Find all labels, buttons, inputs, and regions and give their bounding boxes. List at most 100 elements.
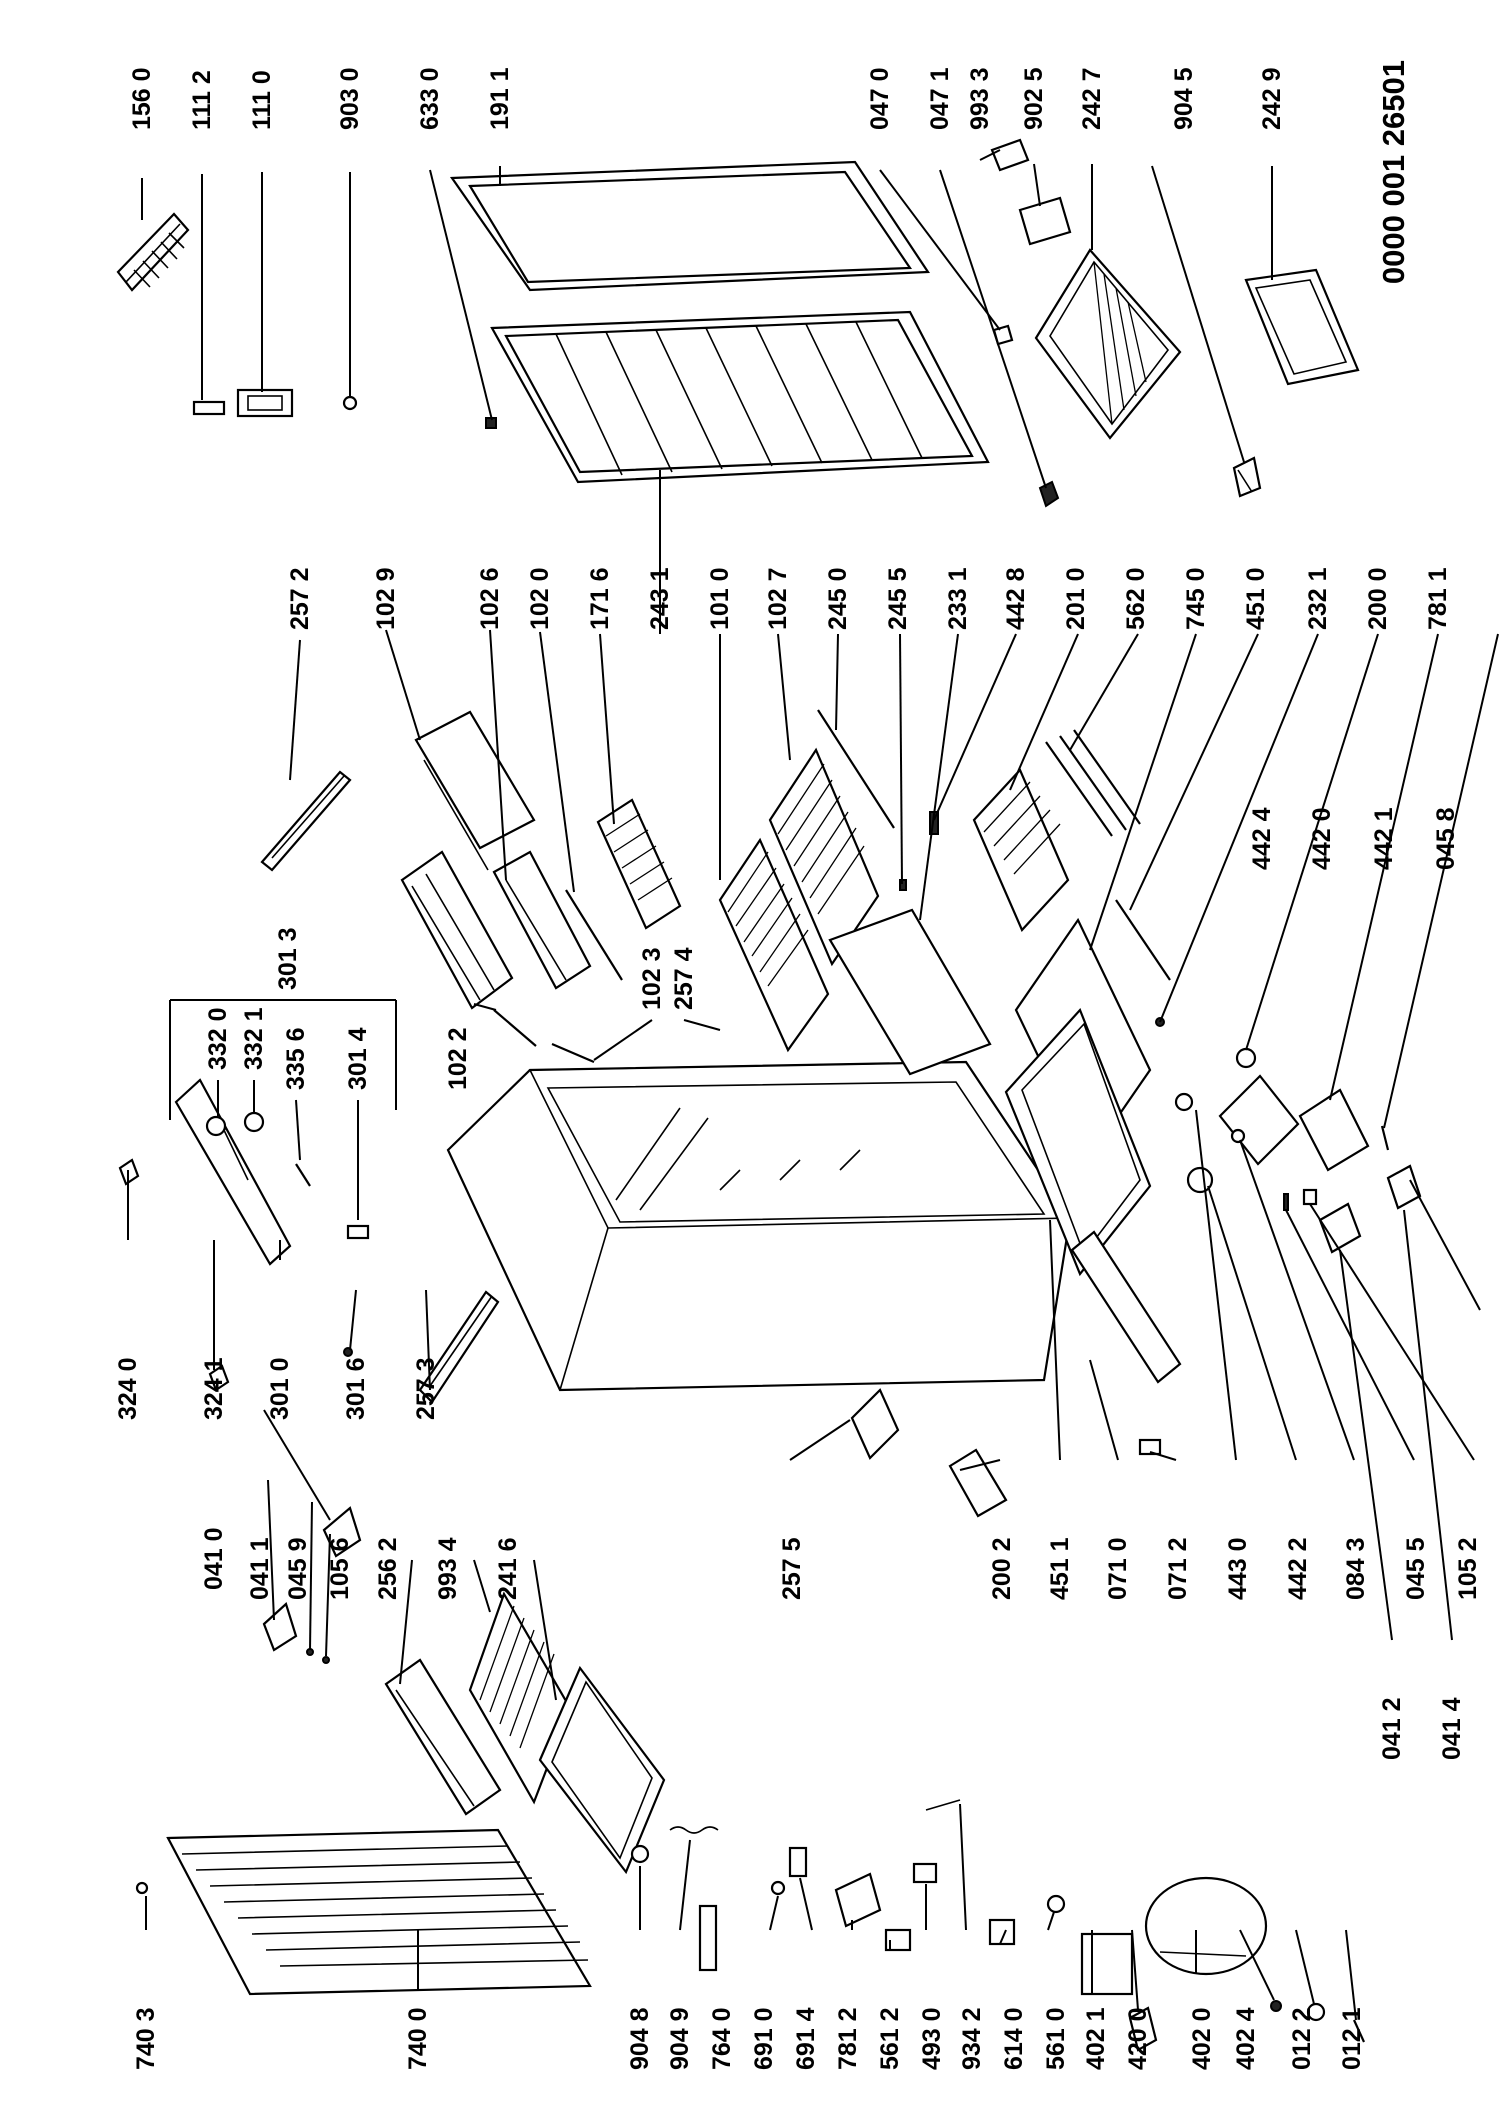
ice-tray-156-0 xyxy=(116,212,190,292)
callout-257-5: 257 5 xyxy=(778,1537,806,1600)
callout-256-2: 256 2 xyxy=(374,1537,402,1600)
part-012-2 xyxy=(1306,2002,1326,2022)
bin-256-2 xyxy=(384,1658,502,1816)
callout-012-2: 012 2 xyxy=(1288,2007,1316,2070)
callout-171-6: 171 6 xyxy=(586,567,614,630)
callout-904-5: 904 5 xyxy=(1170,67,1198,130)
callout-301-6: 301 6 xyxy=(342,1357,370,1420)
part-691-4 xyxy=(788,1846,808,1878)
rail-071-0 xyxy=(1070,1230,1182,1384)
label-plate-111-2 xyxy=(192,400,226,416)
callout-332-1: 332 1 xyxy=(240,1007,268,1070)
part-442-8 xyxy=(899,879,907,891)
door-101-0 xyxy=(490,310,990,484)
callout-071-2: 071 2 xyxy=(1164,1537,1192,1600)
filter-764-0 xyxy=(698,1904,718,1972)
callout-402-4: 402 4 xyxy=(1232,2007,1260,2070)
callout-102-3: 102 3 xyxy=(638,947,666,1010)
part-691-0 xyxy=(770,1880,786,1896)
callout-443-0: 443 0 xyxy=(1224,1537,1252,1600)
callout-102-9: 102 9 xyxy=(372,567,400,630)
callout-041-2: 041 2 xyxy=(1378,1697,1406,1760)
callout-301-0: 301 0 xyxy=(266,1357,294,1420)
callout-614-0: 614 0 xyxy=(1000,2007,1028,2070)
callout-045-5: 045 5 xyxy=(1402,1537,1430,1600)
relay-442-1 xyxy=(1298,1088,1370,1172)
knob-332-0 xyxy=(205,1115,227,1137)
callout-102-0: 102 0 xyxy=(526,567,554,630)
callout-111-2: 111 2 xyxy=(188,70,216,130)
callout-402-0: 402 0 xyxy=(1188,2007,1216,2070)
callout-332-0: 332 0 xyxy=(204,1007,232,1070)
bracket-257-5 xyxy=(850,1388,900,1460)
callout-335-6: 335 6 xyxy=(282,1027,310,1090)
callout-084-3: 084 3 xyxy=(1342,1537,1370,1600)
callout-451-0: 451 0 xyxy=(1242,567,1270,630)
callout-781-2: 781 2 xyxy=(834,2007,862,2070)
door-shelf-102-9 xyxy=(400,850,514,1010)
panel-201-0 xyxy=(828,908,992,1076)
callout-993-4: 993 4 xyxy=(434,1537,462,1600)
part-904-8 xyxy=(630,1844,650,1864)
callout-562-0: 562 0 xyxy=(1122,567,1150,630)
callout-420-0: 420 0 xyxy=(1124,2007,1152,2070)
door-shelf-102-0 xyxy=(492,850,592,990)
bracket-324-1 xyxy=(208,1364,230,1392)
callout-102-7: 102 7 xyxy=(764,567,792,630)
callout-301-4: 301 4 xyxy=(344,1027,372,1090)
callout-257-2: 257 2 xyxy=(286,567,314,630)
callout-691-4: 691 4 xyxy=(792,2007,820,2070)
callout-245-0: 245 0 xyxy=(824,567,852,630)
rail-257-3 xyxy=(418,1290,500,1404)
callout-102-2: 102 2 xyxy=(444,1027,472,1090)
callout-200-0: 200 0 xyxy=(1364,567,1392,630)
bracket-902-5 xyxy=(1018,196,1072,246)
part-561-2 xyxy=(884,1928,912,1952)
callout-561-0: 561 0 xyxy=(1042,2007,1070,2070)
door-hinge-904-5 xyxy=(1232,456,1262,498)
rod-200-0 xyxy=(1115,899,1171,981)
callout-764-0: 764 0 xyxy=(708,2007,736,2070)
callout-242-9: 242 9 xyxy=(1258,67,1286,130)
part-561-0 xyxy=(1046,1894,1066,1914)
callout-245-5: 245 5 xyxy=(884,567,912,630)
callout-324-0: 324 0 xyxy=(114,1357,142,1420)
callout-691-0: 691 0 xyxy=(750,2007,778,2070)
crisper-241-6 xyxy=(538,1665,666,1875)
callout-242-7: 242 7 xyxy=(1078,67,1106,130)
part-442-2 xyxy=(1186,1166,1214,1194)
callout-102-6: 102 6 xyxy=(476,567,504,630)
callout-201-0: 201 0 xyxy=(1062,567,1090,630)
callout-257-3: 257 3 xyxy=(412,1357,440,1420)
callout-493-0: 493 0 xyxy=(918,2007,946,2070)
callout-012-1: 012 1 xyxy=(1338,2007,1366,2070)
callout-071-0: 071 0 xyxy=(1104,1537,1132,1600)
rod-102-2 xyxy=(493,1009,537,1047)
part-420-0 xyxy=(1128,2006,1158,2052)
relay-box-402-1 xyxy=(1080,1932,1134,1996)
callout-904-8: 904 8 xyxy=(626,2007,654,2070)
bulb-335-6 xyxy=(295,1163,311,1187)
hinge-041-0 xyxy=(322,1506,362,1558)
drawer-451-1 xyxy=(1004,1007,1152,1277)
bar-171-6 xyxy=(565,889,623,981)
drawer-242-9 xyxy=(1244,268,1360,386)
callout-903-0: 903 0 xyxy=(336,67,364,130)
pin-045-8 xyxy=(1380,1125,1390,1151)
callout-301-3: 301 3 xyxy=(274,927,302,990)
spring-904-9 xyxy=(669,1826,719,1834)
part-493-0 xyxy=(912,1862,938,1884)
callout-045-9: 045 9 xyxy=(284,1537,312,1600)
callout-257-4: 257 4 xyxy=(670,947,698,1010)
rail-233-1 xyxy=(817,709,895,829)
callout-324-1: 324 1 xyxy=(200,1357,228,1420)
hinge-041-2 xyxy=(1318,1202,1362,1254)
callout-156-0: 156 0 xyxy=(128,67,156,130)
door-gasket-191-1 xyxy=(449,160,930,292)
callout-191-1: 191 1 xyxy=(486,67,514,130)
part-442-4 xyxy=(1235,1047,1257,1069)
callout-233-1: 233 1 xyxy=(944,567,972,630)
shelf-245-5 xyxy=(768,747,880,967)
part-084-3 xyxy=(1230,1128,1246,1144)
callout-442-8: 442 8 xyxy=(1002,567,1030,630)
